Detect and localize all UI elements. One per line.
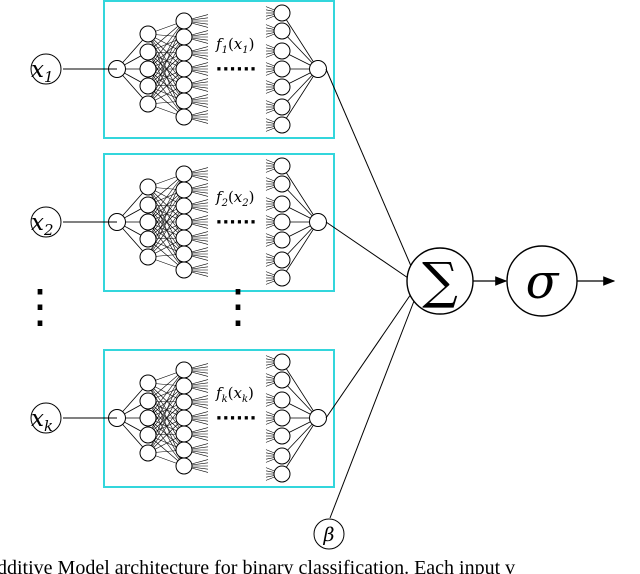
sum-symbol: ∑ [422, 252, 458, 310]
hidden-layers-ellipsis: ······ [215, 59, 256, 80]
input-node [30, 206, 62, 238]
continuation-dots-mid: ⋮ [215, 279, 261, 333]
neuron-node [175, 76, 193, 94]
bias-node: β [313, 518, 345, 550]
neuron-node [273, 60, 291, 78]
sum-node: ∑ [406, 247, 474, 315]
neuron-node [139, 95, 157, 113]
feature-subnetworks: ······ f1(x1) x1 ······ f2(x2) x2 ······ fk(xk)… [30, 0, 412, 488]
subnetwork-3: ······ fk(xk) xk [30, 293, 412, 488]
neuron-node [273, 78, 291, 96]
continuation-dots-left: ⋮ [17, 279, 63, 333]
neuron-node [309, 409, 327, 427]
neuron-node [273, 231, 291, 249]
neuron-node [273, 353, 291, 371]
subnet-to-sum-connection [325, 293, 412, 419]
neuron-node [139, 426, 157, 444]
neuron-node [139, 409, 157, 427]
neuron-node [175, 92, 193, 110]
neuron-node [273, 371, 291, 389]
neuron-node [273, 175, 291, 193]
neuron-node [139, 77, 157, 95]
shape-function-label: fk(xk) [215, 384, 254, 405]
neuron-node [175, 409, 193, 427]
neuron-node [273, 98, 291, 116]
neuron-node [139, 248, 157, 266]
neuron-node [273, 42, 291, 60]
input-node [30, 53, 62, 85]
sigma-symbol: σ [526, 254, 560, 310]
neuron-node [273, 195, 291, 213]
figure-caption: dditive Model architecture for binary cl… [0, 557, 515, 574]
neuron-node [175, 28, 193, 46]
neuron-node [175, 425, 193, 443]
neuron-node [273, 269, 291, 287]
input-label: xk [31, 406, 53, 435]
neuron-node [139, 230, 157, 248]
neuron-node [175, 229, 193, 247]
neuron-node [175, 457, 193, 475]
neuron-node [309, 60, 327, 78]
neuron-node [139, 444, 157, 462]
neuron-node [175, 261, 193, 279]
neuron-node [175, 181, 193, 199]
neuron-node [273, 213, 291, 231]
neuron-node [273, 251, 291, 269]
neuron-node [273, 465, 291, 483]
neuron-node [139, 392, 157, 410]
neuron-node [175, 213, 193, 231]
input-label: x1 [31, 57, 54, 86]
neuron-node [175, 441, 193, 459]
neuron-node [139, 213, 157, 231]
hidden-layers-ellipsis: ······ [215, 212, 256, 233]
neuron-node [139, 196, 157, 214]
input-label: x2 [31, 210, 54, 239]
neuron-node [175, 197, 193, 215]
neuron-node [139, 374, 157, 392]
neuron-node [273, 4, 291, 22]
shape-function-label: f1(x1) [215, 35, 255, 56]
subnet-to-sum-connection [325, 68, 412, 267]
neuron-node [139, 43, 157, 61]
neuron-node [175, 393, 193, 411]
neuron-node [175, 12, 193, 30]
neuron-node [273, 409, 291, 427]
neuron-node [309, 213, 327, 231]
neuron-node [175, 361, 193, 379]
neuron-node [139, 25, 157, 43]
bias-connection [329, 300, 415, 519]
neuron-node [273, 116, 291, 134]
input-node [30, 402, 62, 434]
bias-symbol: β [323, 524, 335, 546]
neuron-node [273, 447, 291, 465]
subnetwork-1: ······ f1(x1) x1 [30, 0, 412, 267]
subnetwork-2: ······ f2(x2) x2 [30, 153, 412, 292]
subnet-to-sum-connection [325, 221, 412, 281]
neuron-node [139, 60, 157, 78]
neuron-node [273, 427, 291, 445]
neuron-node [175, 245, 193, 263]
neuron-node [175, 44, 193, 62]
neuron-node [175, 108, 193, 126]
neuron-node [175, 60, 193, 78]
neuron-node [273, 157, 291, 175]
neuron-node [175, 165, 193, 183]
shape-function-label: f2(x2) [215, 188, 255, 209]
sigma-node: σ [506, 245, 578, 317]
neuron-node [175, 377, 193, 395]
neuron-node [273, 391, 291, 409]
neuron-node [139, 178, 157, 196]
hidden-layers-ellipsis: ······ [215, 408, 256, 429]
neuron-node [273, 22, 291, 40]
